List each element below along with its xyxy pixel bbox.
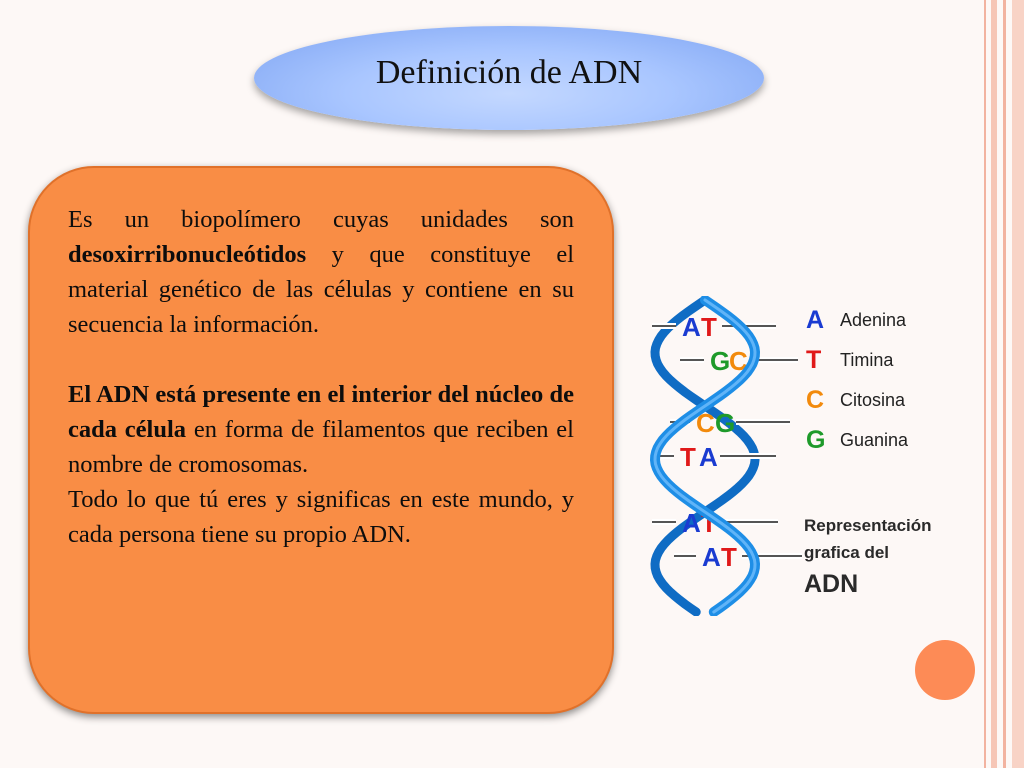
paragraph-location: El ADN está presente en el interior del … [68,377,574,482]
legend-label: Timina [840,350,894,370]
base-letter: A [702,542,721,572]
paragraph-intro: Es un biopolímero cuyas unidades son [68,206,574,233]
paragraph-connector: y que [331,241,405,268]
dna-strand-highlight [653,298,757,614]
decorative-stripe [1003,0,1006,768]
base-letter: A [682,508,701,538]
base-letter: G [715,408,735,438]
slide-title: Definición de ADN [375,54,643,91]
legend-label: Citosina [840,390,906,410]
decorative-stripe [1012,0,1024,768]
paragraph-closing: Todo lo que tú eres y significas en este… [68,486,574,548]
caption-line-2: grafica del [804,543,890,562]
paragraph-gap [68,342,574,377]
legend-label: Guanina [840,430,909,450]
bold-location: El ADN está presente en el interior del … [68,381,574,443]
base-letter: C [729,346,748,376]
base-letter: C [696,408,715,438]
legend-letter: C [806,386,825,414]
caption-line-3: ADN [804,570,859,598]
legend-item-adenina: A Adenina [806,308,906,333]
legend-item-citosina: C Citosina [806,388,905,413]
paragraph-rest: constituye el material genético de las c… [68,241,575,338]
location-rest: en forma de filamentos que reciben el no… [68,416,574,478]
decorative-stripe [984,0,986,768]
caption-line-1: Representación [804,516,932,535]
base-letter: T [721,542,737,572]
base-letter: A [699,442,718,472]
base-letter: A [682,312,701,342]
legend-label: Adenina [840,310,907,330]
base-letter: G [710,346,730,376]
legend-item-timina: T Timina [806,348,893,373]
title-banner: Definición de ADN [254,26,764,130]
base-letter: T [680,442,696,472]
paragraph-definition: Es un biopolímero cuyas unidades son des… [68,202,574,342]
dna-caption: Representación grafica del ADN [804,512,932,602]
bold-term: desoxirribonucleótidos [68,241,307,268]
definition-text-box: Es un biopolímero cuyas unidades son des… [28,166,614,714]
legend-letter: G [806,426,826,454]
decorative-circle [915,640,975,700]
legend-item-guanina: G Guanina [806,428,908,453]
legend-letter: T [806,346,822,374]
decorative-stripe [991,0,997,768]
base-letter: T [701,312,717,342]
legend-letter: A [806,306,825,334]
